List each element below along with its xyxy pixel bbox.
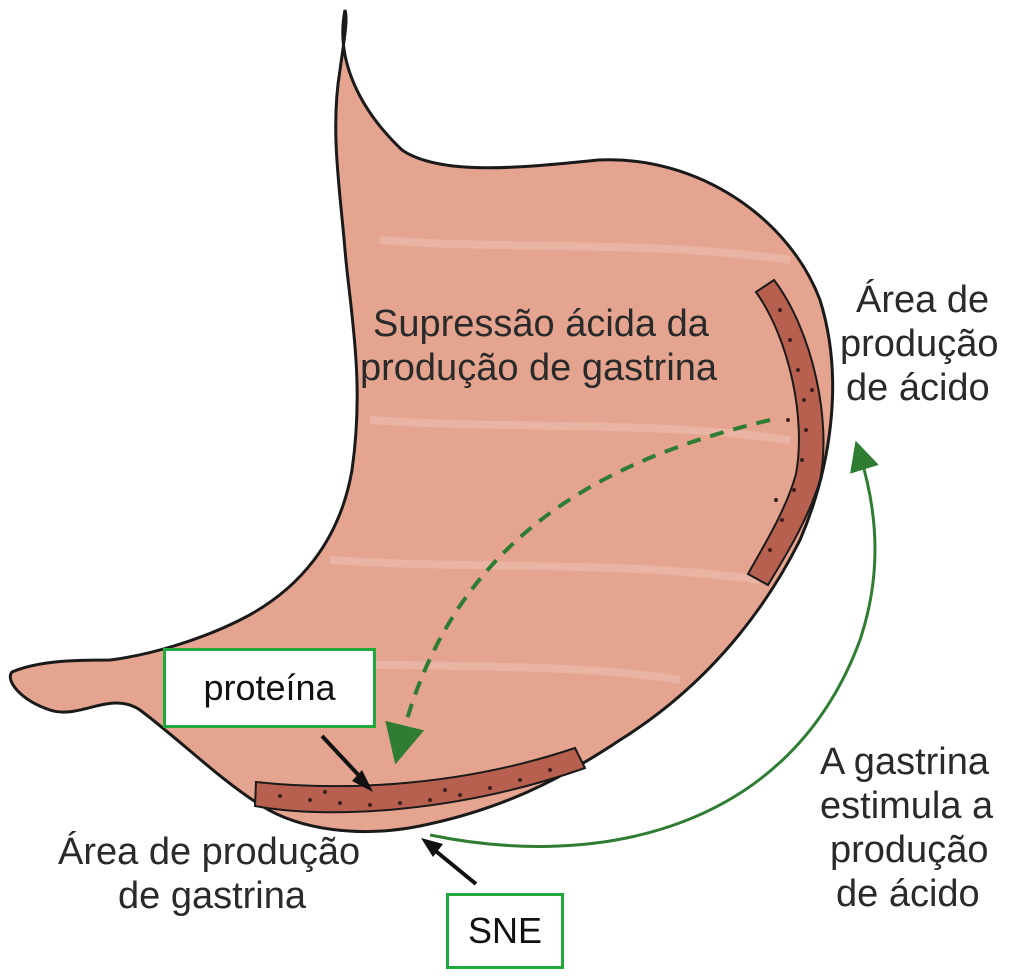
stimulates-label-line3: produção	[830, 828, 988, 872]
gastrin-area-label-line1: Área de produção	[58, 830, 360, 874]
stimulates-label-line1: A gastrina	[820, 740, 989, 784]
stimulates-label-line4: de ácido	[836, 872, 980, 916]
stimulates-label-line2: estimula a	[820, 784, 993, 828]
suppression-label-line2: produção de gastrina	[360, 346, 717, 390]
gastrin-area-label-line2: de gastrina	[118, 874, 306, 918]
acid-area-label-line2: produção	[840, 322, 998, 366]
acid-area-label-line3: de ácido	[846, 366, 990, 410]
proteina-box: proteína	[163, 648, 376, 728]
sne-pointer-arrow	[432, 848, 476, 884]
suppression-label-line1: Supressão ácida da	[373, 302, 709, 346]
acid-area-label-line1: Área de	[856, 278, 989, 322]
sne-box: SNE	[446, 893, 564, 969]
